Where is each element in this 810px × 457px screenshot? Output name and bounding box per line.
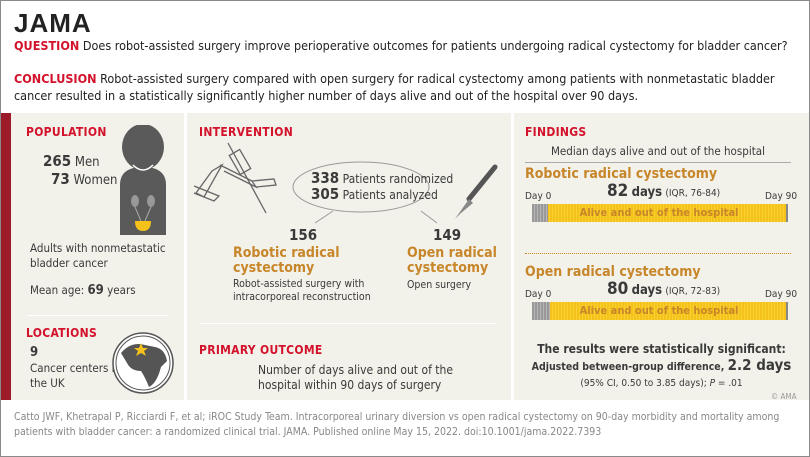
- men-count: 265: [43, 152, 72, 170]
- difference: Adjusted between-group difference, 2.2 d…: [514, 358, 809, 375]
- open-count: 149: [433, 226, 462, 244]
- dotted-divider: [525, 253, 791, 254]
- confidence-interval: (95% CI, 0.50 to 3.85 days); P = .01: [514, 376, 809, 391]
- age-unit: years: [107, 283, 136, 297]
- population-heading: POPULATION: [26, 125, 107, 139]
- days-unit: days: [631, 185, 663, 200]
- divider: [199, 323, 497, 324]
- p-value: = .01: [715, 378, 743, 389]
- bar-label: Alive and out of the hospital: [579, 206, 739, 219]
- group-result: 80 days (IQR, 72-83): [607, 279, 721, 299]
- ci-text: (95% CI, 0.50 to 3.85 days);: [580, 378, 710, 389]
- globe-icon: [112, 332, 174, 394]
- person-bladder-icon: [120, 125, 166, 235]
- difference-value: 2.2 days: [727, 356, 792, 374]
- population-description: Adults with nonmetastatic bladder cancer: [30, 241, 166, 270]
- divider: [184, 113, 187, 400]
- randomized-label: Patients randomized: [342, 172, 454, 186]
- age-value: 69: [87, 283, 104, 298]
- conclusion-label: CONCLUSION: [14, 71, 97, 86]
- locations-count: 9: [30, 345, 39, 360]
- day-end-label: Day 90: [765, 289, 798, 300]
- median-days: 82: [607, 181, 629, 201]
- findings-heading: FINDINGS: [525, 125, 587, 139]
- randomized-count: 338: [311, 169, 340, 187]
- robotic-count: 156: [289, 226, 318, 244]
- conclusion: CONCLUSION Robot-assisted surgery compar…: [14, 70, 804, 104]
- age-label: Mean age:: [30, 283, 85, 297]
- locations-heading: LOCATIONS: [26, 326, 98, 340]
- women-count: 73: [51, 170, 70, 188]
- robotic-arm-description: Robot-assisted surgery with intracorpore…: [233, 278, 371, 303]
- difference-label: Adjusted between-group difference,: [531, 361, 725, 373]
- findings-subtitle: Median days alive and out of the hospita…: [551, 144, 765, 158]
- women-label: Women: [73, 173, 118, 188]
- group-name: Open radical cystectomy: [525, 264, 701, 280]
- robotic-arm-name: Robotic radical cystectomy: [233, 245, 340, 276]
- median-days: 80: [607, 279, 629, 299]
- scalpel-icon: [455, 164, 498, 219]
- days-bar: Alive and out of the hospital: [532, 302, 788, 320]
- men-label: Men: [74, 155, 100, 170]
- primary-outcome-heading: PRIMARY OUTCOME: [199, 343, 323, 357]
- divider: [525, 162, 791, 163]
- question: QUESTION Does robot-assisted surgery imp…: [14, 38, 804, 54]
- group-name: Robotic radical cystectomy: [525, 166, 718, 182]
- days-bar: Alive and out of the hospital: [532, 204, 788, 222]
- panels: POPULATION 265 Men 73 Women Adults with …: [1, 113, 809, 401]
- significance-text: The results were statistically significa…: [537, 342, 786, 356]
- p-label: P: [709, 378, 716, 389]
- day-start-label: Day 0: [525, 191, 552, 202]
- population-counts: 265 Men 73 Women: [43, 153, 117, 189]
- question-label: QUESTION: [14, 38, 80, 53]
- analyzed-label: Patients analyzed: [342, 188, 438, 202]
- iqr: (IQR, 76-84): [665, 188, 721, 199]
- locations-description: Cancer centers in the UK: [30, 361, 122, 390]
- randomized: 338 Patients randomized: [311, 171, 453, 187]
- jama-logo: JAMA: [14, 8, 92, 38]
- mean-age: Mean age: 69 years: [30, 283, 136, 298]
- group-result: 82 days (IQR, 76-84): [607, 181, 721, 201]
- analyzed: 305 Patients analyzed: [311, 187, 438, 203]
- primary-outcome-text: Number of days alive and out of the hosp…: [258, 363, 454, 392]
- intervention-heading: INTERVENTION: [199, 125, 294, 139]
- iqr: (IQR, 72-83): [665, 286, 721, 297]
- copyright: © AMA: [771, 392, 797, 401]
- open-arm-name: Open radical cystectomy: [407, 245, 497, 276]
- day-start-label: Day 0: [525, 289, 552, 300]
- bar-label: Alive and out of the hospital: [579, 304, 739, 317]
- hospital-days-segment: [532, 204, 548, 222]
- day-end-label: Day 90: [765, 191, 798, 202]
- question-text: Does robot-assisted surgery improve peri…: [82, 38, 788, 53]
- divider: [27, 315, 169, 316]
- analyzed-count: 305: [311, 185, 340, 203]
- days-unit: days: [631, 283, 663, 298]
- accent-bar: [1, 113, 11, 400]
- connector-lines: [314, 210, 438, 224]
- surgical-robot-icon: [194, 142, 277, 214]
- open-arm-description: Open surgery: [407, 279, 472, 291]
- conclusion-text: Robot-assisted surgery compared with ope…: [14, 71, 775, 103]
- hospital-days-segment: [532, 302, 550, 320]
- divider: [511, 113, 514, 400]
- randomization-ellipse: [292, 161, 430, 213]
- citation: Catto JWF, Khetrapal P, Ricciardi F, et …: [14, 411, 780, 438]
